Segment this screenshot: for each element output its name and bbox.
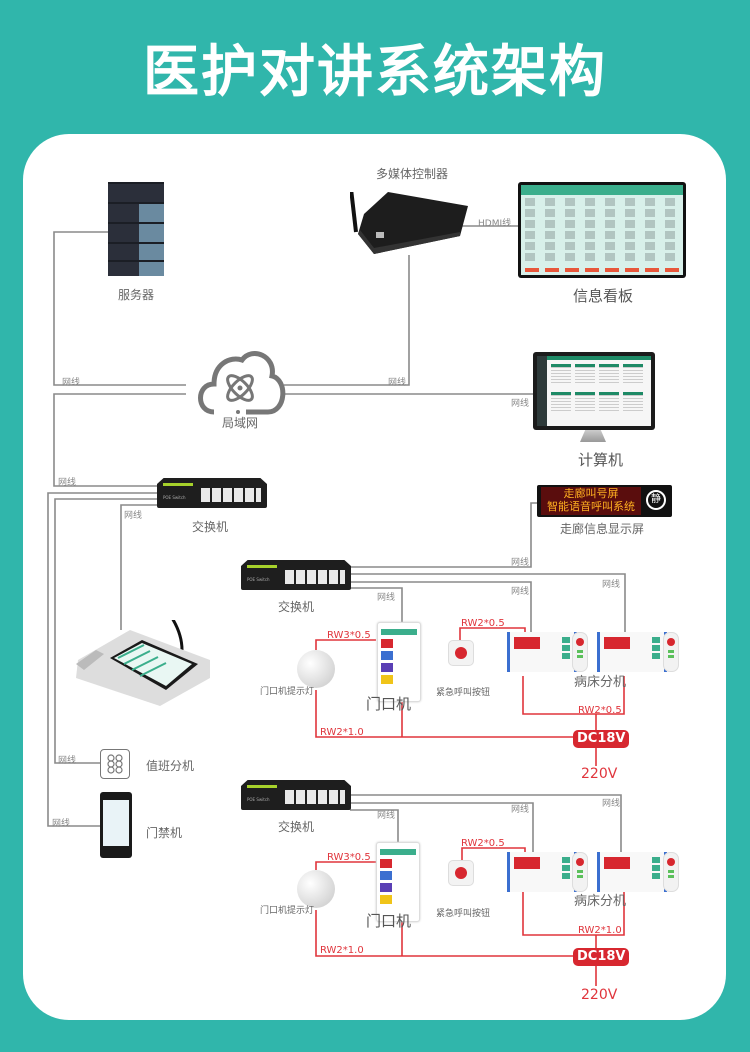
keypad-icon bbox=[100, 749, 130, 779]
wire-label: 网线 bbox=[52, 819, 71, 829]
mains-voltage: 220V bbox=[581, 766, 618, 782]
wire-label: 网线 bbox=[124, 511, 143, 521]
server-label: 服务器 bbox=[118, 288, 155, 302]
handset-icon bbox=[663, 632, 679, 672]
wire-label: 网线 bbox=[388, 378, 407, 388]
wire-label: 网线 bbox=[58, 756, 77, 766]
monitor-stand bbox=[580, 430, 606, 442]
cable-spec: RW3*0.5 bbox=[327, 630, 371, 641]
door-unit-icon bbox=[376, 842, 420, 922]
wire-label: 网线 bbox=[511, 587, 530, 597]
ward-switch-label: 交换机 bbox=[278, 600, 315, 614]
cable-spec: RW2*1.0 bbox=[320, 945, 364, 956]
quiet-icon: 静 bbox=[646, 490, 666, 510]
bed-unit-icon bbox=[507, 852, 577, 892]
dc-power-badge: DC18V bbox=[573, 730, 630, 748]
bed-unit-icon bbox=[507, 632, 577, 672]
emergency-button-icon bbox=[448, 860, 474, 886]
door-unit-icon bbox=[377, 622, 421, 702]
dc-power-badge: DC18V bbox=[573, 948, 630, 966]
lan-label: 局域网 bbox=[222, 416, 259, 430]
cable-spec: RW2*0.5 bbox=[578, 705, 622, 716]
bed-unit-label: 病床分机 bbox=[574, 675, 627, 690]
media-controller-icon bbox=[350, 192, 468, 254]
duty-extension-label: 值班分机 bbox=[146, 759, 195, 773]
bed-unit-icon bbox=[597, 852, 667, 892]
emergency-button-icon bbox=[448, 640, 474, 666]
corridor-display-label: 走廊信息显示屏 bbox=[560, 522, 645, 536]
info-board-label: 信息看板 bbox=[573, 287, 634, 305]
wire-label: 网线 bbox=[602, 580, 621, 590]
bed-unit-label: 病床分机 bbox=[574, 894, 627, 909]
wire-label: 网线 bbox=[511, 805, 530, 815]
bed-unit-icon bbox=[597, 632, 667, 672]
wire-label: 网线 bbox=[511, 558, 530, 568]
ward-switch-label: 交换机 bbox=[278, 820, 315, 834]
ward-switch-icon: POE Switch bbox=[241, 560, 351, 590]
switch-icon: POE Switch bbox=[157, 478, 267, 508]
ward-switch-icon: POE Switch bbox=[241, 780, 351, 810]
cable-spec: RW2*0.5 bbox=[461, 618, 505, 629]
emergency-button-label: 紧急呼叫按钮 bbox=[436, 688, 491, 698]
wire-label: 网线 bbox=[62, 378, 81, 388]
hdmi-label: HDMI线 bbox=[478, 219, 512, 229]
door-lamp-icon bbox=[297, 870, 335, 908]
handset-icon bbox=[572, 632, 588, 672]
wire-label: 网线 bbox=[377, 593, 396, 603]
corridor-led-line1: 走廊叫号屏 bbox=[563, 487, 619, 500]
corridor-led-line2: 智能语音呼叫系统 bbox=[547, 500, 635, 513]
handset-icon bbox=[663, 852, 679, 892]
nurse-console-icon bbox=[76, 620, 210, 706]
cable-spec: RW2*1.0 bbox=[578, 925, 622, 936]
door-lamp-label: 门口机提示灯 bbox=[260, 687, 315, 697]
wire-label: 网线 bbox=[58, 478, 77, 488]
mains-voltage: 220V bbox=[581, 987, 618, 1003]
lan-cloud-icon bbox=[198, 351, 286, 415]
access-control-label: 门禁机 bbox=[146, 826, 183, 840]
cable-spec: RW3*0.5 bbox=[327, 852, 371, 863]
server-icon bbox=[108, 182, 164, 276]
computer-icon bbox=[533, 352, 655, 430]
wire-label: 网线 bbox=[511, 399, 530, 409]
wire-label: 网线 bbox=[377, 811, 396, 821]
switch-main-label: 交换机 bbox=[192, 520, 229, 534]
page-title: 医护对讲系统架构 bbox=[143, 40, 607, 105]
cable-spec: RW2*1.0 bbox=[320, 727, 364, 738]
emergency-button-label: 紧急呼叫按钮 bbox=[436, 909, 491, 919]
access-control-icon bbox=[100, 792, 132, 858]
wire-label: 网线 bbox=[602, 799, 621, 809]
door-lamp-icon bbox=[297, 650, 335, 688]
cable-spec: RW2*0.5 bbox=[461, 838, 505, 849]
media-controller-label: 多媒体控制器 bbox=[376, 167, 449, 181]
door-unit-label: 门口机 bbox=[366, 912, 412, 930]
door-lamp-label: 门口机提示灯 bbox=[260, 906, 315, 916]
info-board-icon bbox=[518, 182, 686, 278]
door-unit-label: 门口机 bbox=[366, 695, 412, 713]
computer-label: 计算机 bbox=[578, 451, 624, 469]
corridor-display-icon: 走廊叫号屏智能语音呼叫系统 静 bbox=[537, 485, 672, 517]
handset-icon bbox=[572, 852, 588, 892]
